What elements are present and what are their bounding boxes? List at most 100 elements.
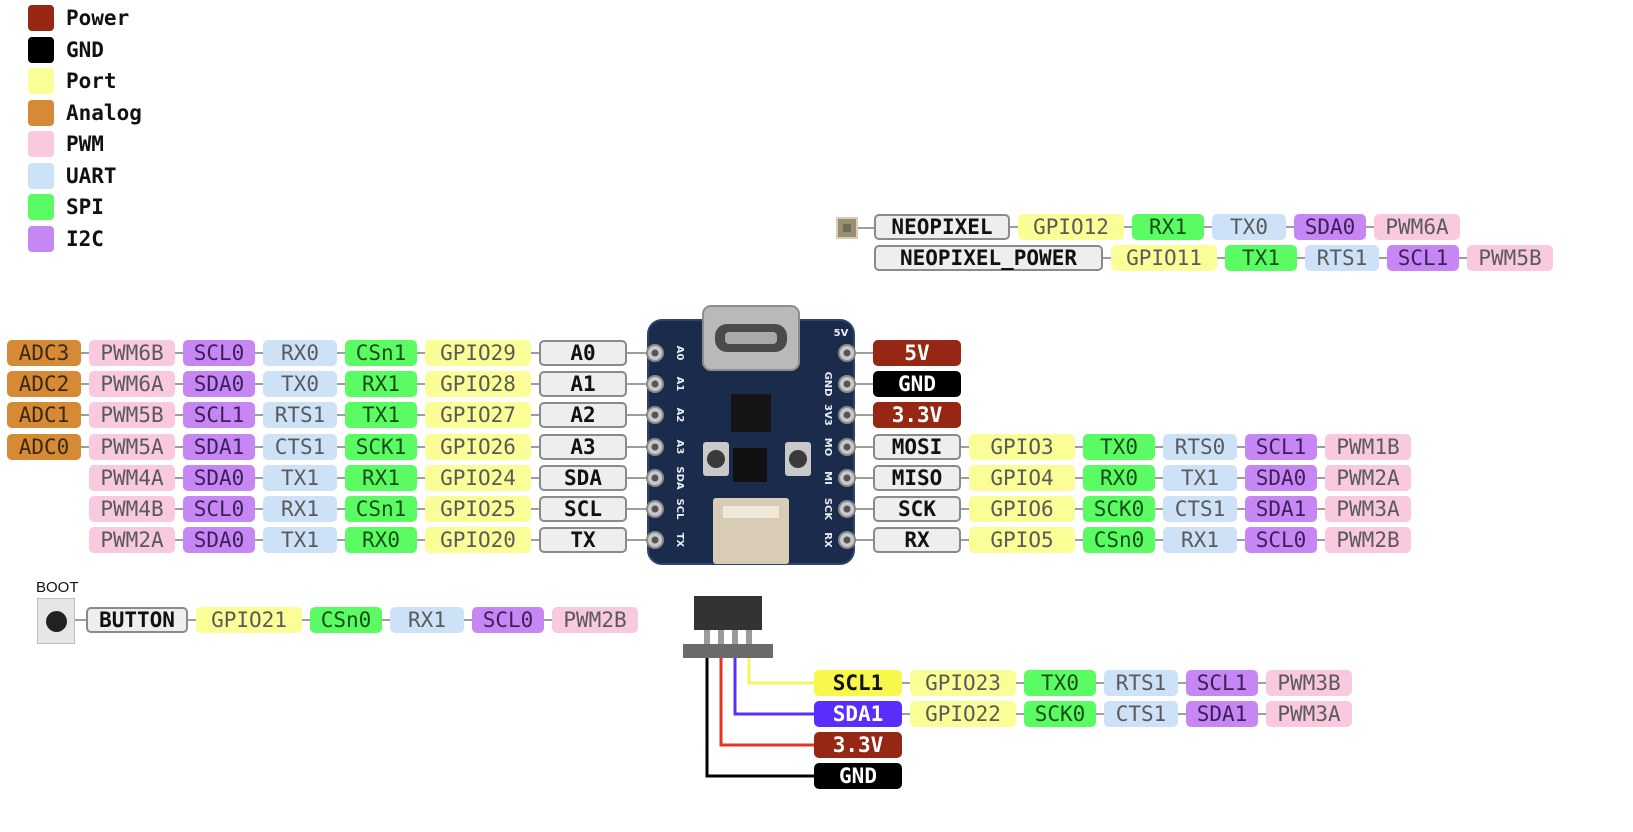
pin-label-uart: CTS1 [1163, 496, 1237, 522]
pin-label-spi: TX1 [1225, 245, 1297, 271]
pin-label-i2c: SDA0 [183, 371, 255, 397]
pin-connector [81, 383, 89, 385]
legend-label: Port [66, 69, 117, 93]
pin-connector [1075, 446, 1083, 448]
pin-connector [544, 619, 552, 621]
stemma-wire [747, 658, 814, 685]
pin-connector [337, 414, 345, 416]
pin-connector [175, 414, 183, 416]
pin-connector [175, 446, 183, 448]
right-pin-row: 5V [873, 340, 961, 366]
legend-label: GND [66, 37, 104, 62]
board-pin-hole [651, 505, 659, 513]
pin-connector [302, 619, 310, 621]
pin-connector [531, 539, 539, 541]
pin-connector [255, 446, 263, 448]
pin-connector [1258, 682, 1266, 684]
pin-connector [1016, 713, 1024, 715]
stemma-row: GND [814, 763, 902, 789]
board-pin-hole [843, 474, 851, 482]
legend-swatch [28, 162, 54, 189]
pin-connector [255, 414, 263, 416]
pin-connector [961, 446, 969, 448]
legend-swatch [28, 131, 54, 157]
pin-connector [1237, 446, 1245, 448]
stemma-pin [746, 630, 752, 644]
board-silk-label: A0 [674, 346, 685, 361]
pin-connector [1237, 539, 1245, 541]
pin-connector [81, 352, 89, 354]
pin-connector [531, 383, 539, 385]
pin-label-port: GPIO25 [425, 496, 531, 522]
pin-connector [1204, 226, 1212, 228]
pin-connector [1317, 477, 1325, 479]
pin-connector [531, 508, 539, 510]
pin-connector [961, 539, 969, 541]
pin-label-pwm: PWM4B [89, 496, 175, 522]
pin-connector [255, 383, 263, 385]
pin-connector [1155, 477, 1163, 479]
pin-label-uart: RX0 [263, 340, 337, 366]
board-silk-label: GND [822, 372, 833, 397]
pin-label-uart: RTS0 [1163, 434, 1237, 460]
pin-connector [531, 352, 539, 354]
pin-label-i2c: SDA0 [183, 465, 255, 491]
pin-connector [1366, 226, 1374, 228]
boot-label: BOOT [36, 579, 79, 596]
pin-label-name: SCL [539, 496, 627, 522]
pin-connector [1096, 713, 1104, 715]
stemma-pin [732, 630, 738, 644]
legend-label: SPI [66, 195, 104, 219]
boot-button-icon[interactable] [37, 598, 75, 644]
pin-label-port: GPIO23 [910, 670, 1016, 696]
pin-connector [464, 619, 472, 621]
pin-label-i2c: SCL1 [1186, 670, 1258, 696]
pin-connector [1459, 257, 1467, 259]
board-silk-label: A3 [674, 440, 685, 455]
board-pin-hole [843, 349, 851, 357]
pin-connector [1317, 446, 1325, 448]
pin-label-spi: TX0 [1024, 670, 1096, 696]
pin-connector [255, 508, 263, 510]
board-pin-hole [843, 411, 851, 419]
stemma-connector-base [683, 644, 773, 658]
pin-label-uart: RX1 [263, 496, 337, 522]
pin-label-pwm: PWM1B [1325, 434, 1411, 460]
board-silk-label: MO [822, 438, 833, 456]
pin-connector [1155, 539, 1163, 541]
board-pin-hole [651, 474, 659, 482]
pin-connector [1286, 226, 1294, 228]
legend-swatch [28, 36, 54, 63]
pin-label-uart: CTS1 [1104, 701, 1178, 727]
board-silk-label: 5V [834, 328, 849, 339]
stemma-pin [704, 630, 710, 644]
pin-connector [1317, 508, 1325, 510]
legend-swatch [28, 225, 54, 252]
pin-label-name: TX [539, 527, 627, 553]
right-pin-row: 3.3V [873, 402, 961, 428]
pin-label-i2c: SDA0 [183, 527, 255, 553]
pin-label-analog: ADC3 [7, 340, 81, 366]
pin-connector [531, 477, 539, 479]
pin-label-spi: SCK1 [345, 434, 417, 460]
stemma-wire [719, 658, 814, 747]
pin-connector [1103, 257, 1111, 259]
board-pin-hole [651, 349, 659, 357]
pin-label-i2c: SCL1 [183, 402, 255, 428]
pin-label-uart: RTS1 [263, 402, 337, 428]
pin-connector [1075, 477, 1083, 479]
pin-label-spi: RX1 [1132, 214, 1204, 240]
pin-label-power: 3.3V [814, 732, 902, 758]
pin-label-pwm: PWM6A [1374, 214, 1460, 240]
board-pin-hole [651, 380, 659, 388]
pin-label-scl: SCL1 [814, 670, 902, 696]
pin-label-port: GPIO6 [969, 496, 1075, 522]
pin-label-port: GPIO4 [969, 465, 1075, 491]
pin-label-i2c: SDA0 [1294, 214, 1366, 240]
pin-label-i2c: SDA1 [1186, 701, 1258, 727]
pin-label-port: GPIO29 [425, 340, 531, 366]
